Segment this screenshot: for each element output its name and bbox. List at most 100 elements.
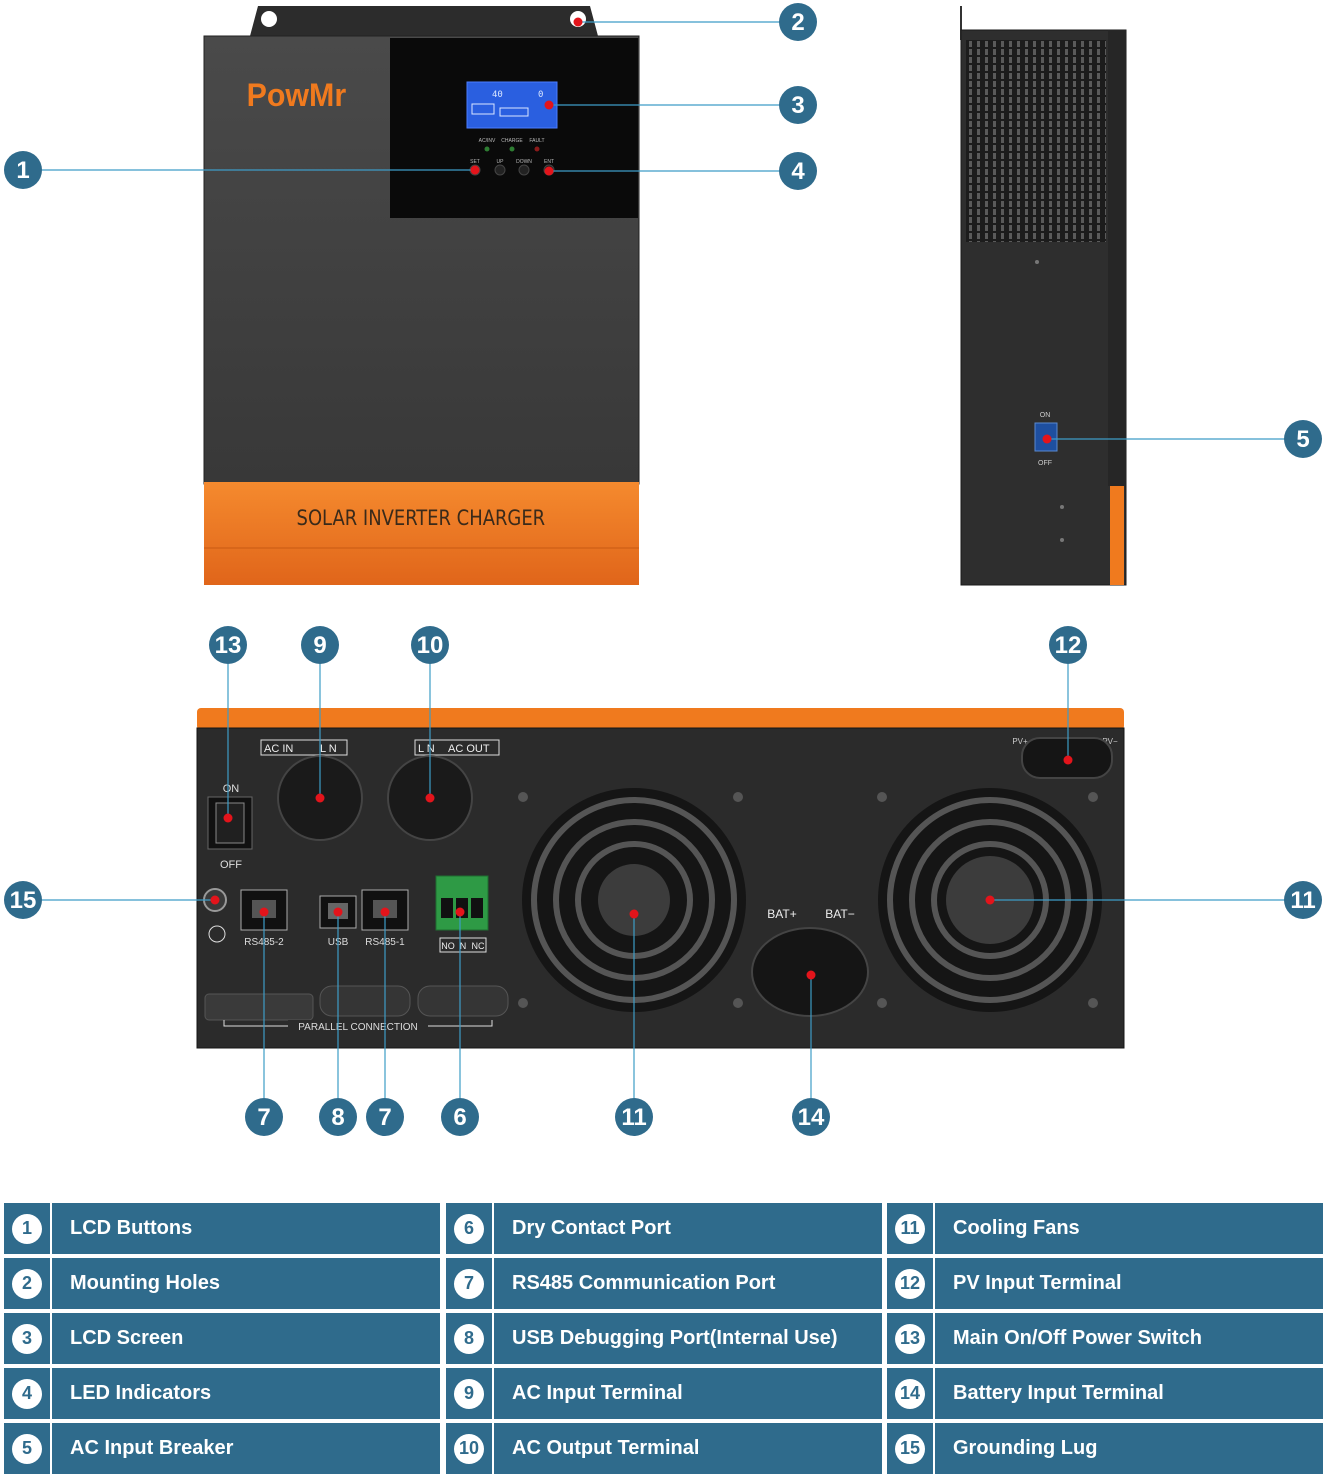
marker-3 bbox=[544, 100, 554, 110]
legend-number: 6 bbox=[454, 1213, 484, 1244]
svg-text:12: 12 bbox=[1055, 632, 1082, 659]
bat-plus-label: BAT+ bbox=[767, 907, 796, 921]
marker-6 bbox=[455, 907, 465, 917]
legend-label: LCD Buttons bbox=[52, 1203, 440, 1254]
lcd-readout-2: 0 bbox=[538, 90, 543, 100]
red-markers bbox=[210, 17, 1073, 980]
button-label-up: UP bbox=[497, 159, 505, 165]
legend-row: 5 AC Input Breaker bbox=[4, 1423, 440, 1474]
callout-15: 15 bbox=[4, 881, 42, 919]
marker-11a bbox=[629, 909, 639, 919]
marker-7a bbox=[259, 907, 269, 917]
side-switch-on: ON bbox=[1040, 412, 1051, 419]
marker-10 bbox=[425, 793, 435, 803]
bottom-orange-top bbox=[197, 708, 1124, 730]
callout-6: 6 bbox=[441, 1098, 479, 1136]
svg-text:13: 13 bbox=[215, 632, 242, 659]
legend-label: Grounding Lug bbox=[935, 1423, 1323, 1474]
legend-number: 2 bbox=[12, 1268, 42, 1299]
callout-7-left: 7 bbox=[245, 1098, 283, 1136]
legend-number: 9 bbox=[454, 1378, 484, 1409]
marker-7b bbox=[380, 907, 390, 917]
lcd-screen bbox=[466, 81, 558, 129]
main-switch-on: ON bbox=[223, 783, 240, 795]
legend-label: AC Output Terminal bbox=[494, 1423, 882, 1474]
svg-text:10: 10 bbox=[417, 632, 444, 659]
ac-in-label: AC IN bbox=[264, 743, 293, 755]
svg-text:11: 11 bbox=[1290, 887, 1315, 914]
legend-label: Dry Contact Port bbox=[494, 1203, 882, 1254]
bottom-view: AC IN L N L N AC OUT ON OFF RS485-2 USB … bbox=[196, 708, 1125, 1049]
front-orange-base bbox=[204, 482, 639, 585]
legend-label: Battery Input Terminal bbox=[935, 1368, 1323, 1419]
legend-number: 11 bbox=[895, 1213, 925, 1244]
svg-text:5: 5 bbox=[1296, 426, 1309, 453]
ac-out-label: AC OUT bbox=[448, 743, 490, 755]
legend-label: RS485 Communication Port bbox=[494, 1258, 882, 1309]
legend-label: AC Input Breaker bbox=[52, 1423, 440, 1474]
callout-12: 12 bbox=[1049, 626, 1087, 664]
side-view: ON OFF bbox=[960, 6, 1127, 586]
legend-number: 1 bbox=[12, 1213, 42, 1244]
svg-text:9: 9 bbox=[313, 632, 326, 659]
side-switch-off: OFF bbox=[1038, 460, 1052, 467]
legend-number: 8 bbox=[454, 1323, 484, 1354]
svg-text:11: 11 bbox=[621, 1104, 646, 1131]
callout-11-left: 11 bbox=[615, 1098, 653, 1136]
mounting-bracket bbox=[250, 6, 598, 36]
legend-number: 7 bbox=[454, 1268, 484, 1299]
legend-column-2: 6 Dry Contact Port 7 RS485 Communication P… bbox=[446, 1203, 882, 1478]
marker-5 bbox=[1042, 434, 1052, 444]
legend-row: 7 RS485 Communication Port bbox=[446, 1258, 882, 1309]
legend-row: 11 Cooling Fans bbox=[887, 1203, 1323, 1254]
mounting-hole-left bbox=[261, 11, 277, 27]
bat-minus-label: BAT− bbox=[825, 907, 854, 921]
svg-text:3: 3 bbox=[791, 92, 804, 119]
lcd-button-down bbox=[518, 164, 530, 176]
brand-logo: PowMr bbox=[247, 77, 347, 113]
legend-number: 15 bbox=[895, 1433, 925, 1464]
callout-9: 9 bbox=[301, 626, 339, 664]
marker-8 bbox=[333, 907, 343, 917]
svg-text:14: 14 bbox=[798, 1104, 825, 1131]
dry-n-label: N bbox=[460, 941, 467, 951]
dry-nc-label: NC bbox=[472, 941, 485, 951]
leader-lines bbox=[42, 21, 1285, 1098]
marker-15 bbox=[210, 895, 220, 905]
marker-9 bbox=[315, 793, 325, 803]
legend-row: 1 LCD Buttons bbox=[4, 1203, 440, 1254]
side-orange-strip bbox=[1110, 486, 1124, 585]
legend-row: 6 Dry Contact Port bbox=[446, 1203, 882, 1254]
indicator-label-fault: FAULT bbox=[529, 138, 544, 144]
svg-text:1: 1 bbox=[16, 157, 29, 184]
legend-number: 13 bbox=[895, 1323, 925, 1354]
legend-number: 4 bbox=[12, 1378, 42, 1409]
marker-12 bbox=[1063, 755, 1073, 765]
front-view: PowMr 40 0 AC/INV CHARGE FAULT SET UP DO… bbox=[203, 6, 640, 585]
indicator-label-acinv: AC/INV bbox=[479, 138, 496, 144]
lcd-readout: 40 bbox=[492, 90, 503, 100]
legend-number: 5 bbox=[12, 1433, 42, 1464]
callout-3: 3 bbox=[779, 86, 817, 124]
pv-minus-label: PV− bbox=[1102, 737, 1118, 746]
marker-2 bbox=[573, 17, 583, 27]
side-vent bbox=[966, 40, 1106, 242]
svg-text:6: 6 bbox=[453, 1104, 466, 1131]
legend-label: Cooling Fans bbox=[935, 1203, 1323, 1254]
callout-1: 1 bbox=[4, 151, 42, 189]
svg-text:L N: L N bbox=[320, 743, 337, 755]
marker-14 bbox=[806, 970, 816, 980]
button-label-set: SET bbox=[470, 159, 480, 165]
svg-text:8: 8 bbox=[331, 1104, 344, 1131]
callout-5: 5 bbox=[1284, 420, 1322, 458]
svg-text:L N: L N bbox=[418, 743, 435, 755]
marker-13 bbox=[223, 813, 233, 823]
